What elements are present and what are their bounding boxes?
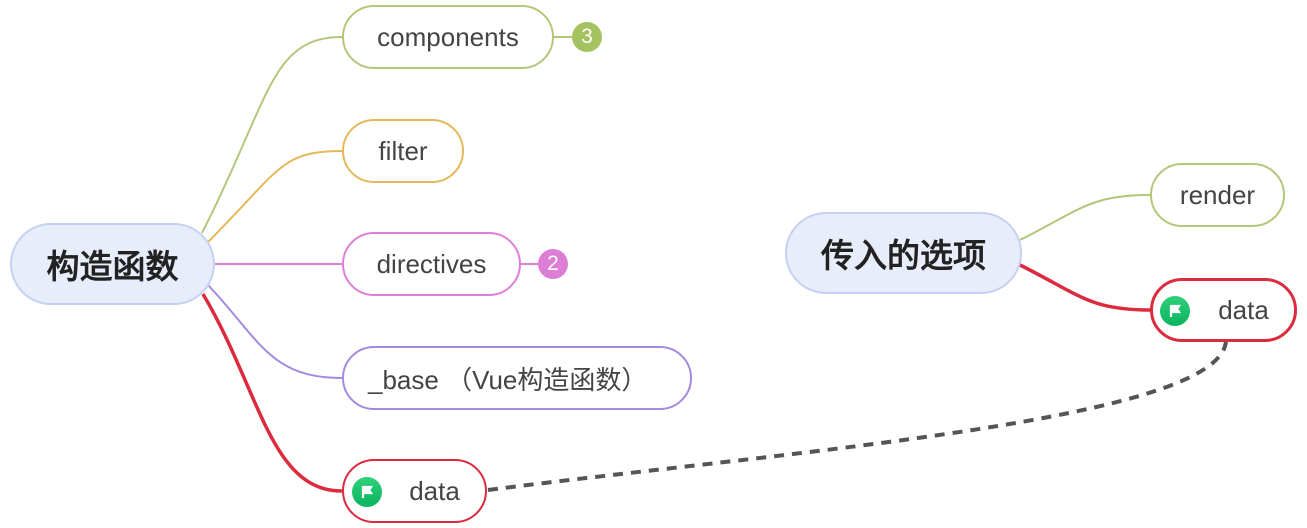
relationship-dashed-line[interactable]	[487, 340, 1228, 492]
node-label: filter	[378, 135, 428, 166]
node-filter[interactable]: filter	[342, 119, 464, 183]
node-label: data	[409, 475, 460, 506]
node-components[interactable]: components	[342, 5, 554, 69]
connector-data2	[1019, 263, 1151, 312]
connector-components	[201, 36, 343, 234]
node-base[interactable]: _base （Vue构造函数）	[342, 346, 692, 410]
node-label: render	[1179, 179, 1256, 210]
root-label: 传入的选项	[821, 236, 986, 275]
root-node-constructor[interactable]: 构造函数	[10, 223, 215, 305]
node-label: components	[377, 21, 519, 52]
badge-count: 3	[581, 25, 593, 48]
node-data-options[interactable]: data	[1150, 278, 1297, 342]
node-data-constructor[interactable]: data	[342, 459, 487, 523]
node-label: directives	[376, 248, 487, 279]
connector-base	[207, 284, 343, 379]
badge-count: 2	[547, 252, 559, 275]
green-flag-icon	[1160, 296, 1190, 326]
connector-render	[1019, 194, 1151, 241]
root-label: 构造函数	[46, 247, 179, 286]
node-label: data	[1218, 294, 1269, 325]
root-node-options[interactable]: 传入的选项	[785, 212, 1022, 294]
green-flag-icon	[352, 477, 382, 507]
connector-filter	[207, 150, 343, 243]
count-badge[interactable]: 3	[572, 22, 602, 52]
count-badge[interactable]: 2	[538, 249, 568, 279]
node-label: _base （Vue构造函数）	[368, 364, 648, 395]
connector-data1	[201, 293, 343, 493]
node-render[interactable]: render	[1150, 163, 1285, 227]
node-directives[interactable]: directives	[342, 232, 521, 296]
